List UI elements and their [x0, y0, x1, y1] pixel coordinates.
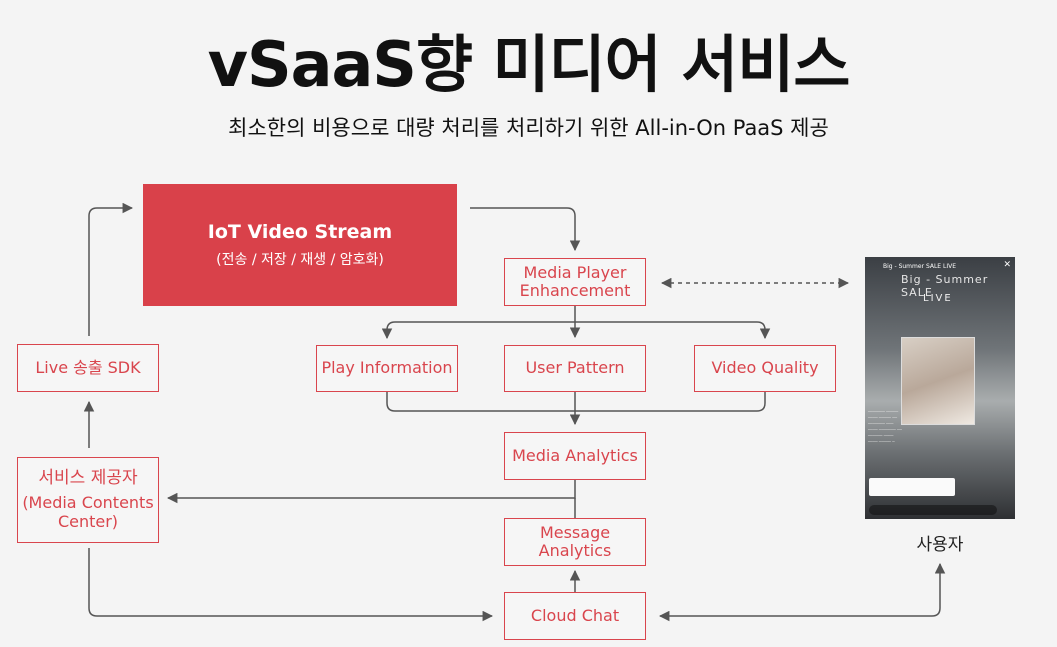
phone-product-image — [901, 337, 975, 425]
service-provider-sublabel-2: Center) — [57, 511, 119, 531]
play-information-label: Play Information — [321, 358, 453, 378]
message-analytics-label-line2: Analytics — [538, 541, 612, 560]
user-pattern-box: User Pattern — [504, 345, 646, 392]
phone-product-card — [869, 478, 955, 496]
cloud-chat-label: Cloud Chat — [530, 605, 620, 625]
close-icon: ✕ — [1003, 260, 1011, 270]
arrow-iot-to-player — [470, 207, 581, 252]
live-sdk-label: Live 송출 SDK — [35, 357, 141, 377]
media-player-label-line2: Enhancement — [519, 281, 631, 300]
video-quality-box: Video Quality — [694, 345, 836, 392]
play-information-box: Play Information — [316, 345, 458, 392]
phone-live-text: LIVE — [923, 293, 953, 304]
iot-video-stream-label: IoT Video Stream — [207, 221, 393, 244]
phone-banner-text: Big - Summer SALE — [901, 273, 989, 299]
user-pattern-label: User Pattern — [525, 358, 625, 378]
iot-video-stream-box: IoT Video Stream (전송 / 저장 / 재생 / 암호화) — [143, 184, 457, 306]
media-analytics-box: Media Analytics — [504, 432, 646, 480]
media-player-label-line1: Media Player — [523, 262, 627, 282]
media-player-enhancement-box: Media Player Enhancement — [504, 258, 646, 306]
phone-chat-area: ─────── ───────── ───── ───────── ─── ──… — [868, 409, 902, 444]
video-quality-label: Video Quality — [711, 358, 819, 378]
message-analytics-box: Message Analytics — [504, 518, 646, 566]
media-analytics-label: Media Analytics — [512, 445, 638, 465]
phone-chat-input — [869, 505, 997, 515]
cloud-chat-box: Cloud Chat — [504, 592, 646, 640]
page-title: vSaaS향 미디어 서비스 — [207, 28, 851, 101]
service-provider-sublabel-1: (Media Contents — [22, 493, 154, 513]
iot-video-stream-sublabel: (전송 / 저장 / 재생 / 암호화) — [216, 251, 384, 268]
service-provider-label: 서비스 제공자 — [38, 467, 138, 488]
service-provider-box: 서비스 제공자 (Media Contents Center) — [17, 457, 159, 543]
phone-header-text: Big - Summer SALE LIVE — [883, 263, 957, 270]
user-phone-screenshot: Big - Summer SALE LIVE ✕ Big - Summer SA… — [865, 257, 1015, 519]
message-analytics-label-line1: Message — [539, 522, 611, 542]
user-label: 사용자 — [916, 535, 964, 555]
page-subtitle: 최소한의 비용으로 대량 처리를 처리하기 위한 All-in-On PaaS … — [228, 116, 829, 140]
live-sdk-box: Live 송출 SDK — [17, 344, 159, 392]
